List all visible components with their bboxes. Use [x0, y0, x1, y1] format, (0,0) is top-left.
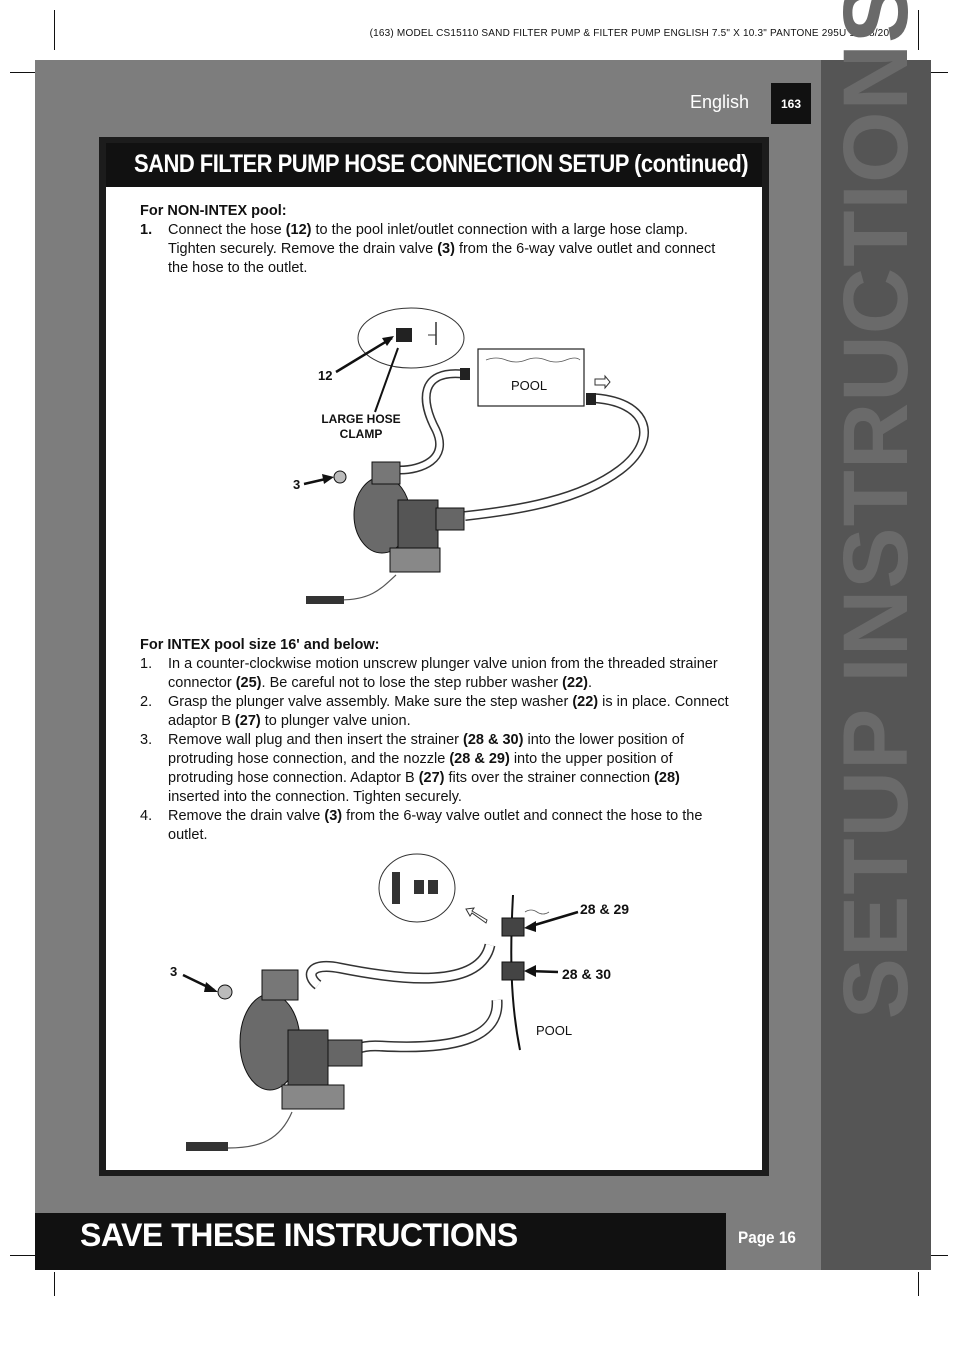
- part-ref: (28): [654, 770, 680, 786]
- step-item: 1. In a counter-clockwise motion unscrew …: [140, 655, 730, 693]
- step-number: 4.: [140, 808, 153, 824]
- crop-mark: [54, 10, 55, 50]
- label-28-29: 28 & 29: [580, 901, 630, 917]
- step-text: Connect the hose: [168, 222, 286, 238]
- part-ref: (3): [324, 808, 343, 824]
- label-pool: POOL: [536, 1023, 573, 1038]
- intex-steps: 1. In a counter-clockwise motion unscrew …: [140, 655, 730, 845]
- part-ref: (25): [235, 675, 262, 691]
- non-intex-heading: For NON-INTEX pool:: [140, 203, 287, 219]
- part-ref: (27): [418, 770, 445, 786]
- save-instructions: SAVE THESE INSTRUCTIONS: [80, 1217, 518, 1253]
- intex-heading: For INTEX pool size 16' and below:: [140, 637, 380, 653]
- step-text: Grasp the plunger valve assembly. Make s…: [168, 694, 573, 710]
- section-title: SAND FILTER PUMP HOSE CONNECTION SETUP (…: [134, 150, 749, 178]
- step-text: from the 6-way valve outlet and connect …: [168, 241, 716, 276]
- step-item: 1. Connect the hose (12) to the pool inle…: [140, 221, 720, 278]
- crop-mark: [10, 72, 38, 73]
- footer-bar: [35, 1213, 726, 1270]
- non-intex-section: For NON-INTEX pool: 1. Connect the hose (…: [140, 202, 720, 278]
- step-number: 3.: [140, 732, 153, 748]
- part-ref: (27): [234, 713, 261, 729]
- sidebar: [821, 60, 931, 1270]
- intex-section: For INTEX pool size 16' and below: 1. In …: [140, 636, 730, 845]
- step-item: 4. Remove the drain valve (3) from the 6-…: [140, 807, 730, 845]
- step-text: to the pool inlet/outlet connection with…: [168, 222, 688, 257]
- step-text: is in place. Connect adaptor B: [168, 694, 729, 729]
- non-intex-steps: 1. Connect the hose (12) to the pool inle…: [140, 221, 720, 278]
- page-number: Page 16: [738, 1228, 796, 1247]
- part-ref: (28 & 30): [463, 732, 524, 748]
- crop-mark: [10, 1255, 38, 1256]
- step-text: . Be careful not to lose the step rubber…: [261, 675, 563, 691]
- step-text: from the 6-way valve outlet and connect …: [168, 808, 703, 843]
- crop-mark: [920, 72, 948, 73]
- crop-mark: [54, 1272, 55, 1296]
- step-text: to plunger valve union.: [260, 713, 411, 729]
- step-text: .: [587, 675, 592, 691]
- label-pool: POOL: [511, 378, 548, 393]
- step-text: into the upper position of protruding ho…: [168, 751, 673, 786]
- step-text: into the lower position of protruding ho…: [168, 732, 684, 767]
- step-text: Remove the drain valve: [168, 808, 325, 824]
- step-item: 3. Remove wall plug and then insert the s…: [140, 731, 730, 807]
- print-header: (163) MODEL CS15110 SAND FILTER PUMP & F…: [369, 28, 900, 39]
- label-3: 3: [293, 477, 301, 492]
- sidebar-title: SETUP INSTRUCTIONS: [825, 0, 927, 1020]
- section-header: [106, 143, 762, 187]
- label-large-hose-clamp: LARGE HOSE CLAMP: [321, 412, 401, 441]
- step-text: In a counter-clockwise motion unscrew pl…: [168, 656, 718, 691]
- part-ref: (22): [562, 675, 588, 691]
- step-text: Remove wall plug and then insert the str…: [168, 732, 463, 748]
- part-ref: (3): [437, 241, 455, 257]
- crop-mark: [920, 1255, 948, 1256]
- page-badge: 163: [771, 83, 811, 124]
- part-ref: (12): [285, 222, 312, 238]
- part-ref: (28 & 29): [449, 751, 510, 767]
- crop-mark: [918, 10, 919, 50]
- part-ref: (22): [572, 694, 599, 710]
- label-28-30: 28 & 30: [562, 966, 612, 982]
- step-text: fits over the strainer connection: [444, 770, 655, 786]
- language-label: English: [690, 92, 750, 112]
- step-number: 1.: [140, 656, 153, 672]
- step-number: 1.: [140, 222, 153, 238]
- crop-mark: [918, 1272, 919, 1296]
- step-text: inserted into the connection. Tighten se…: [168, 789, 462, 805]
- step-item: 2. Grasp the plunger valve assembly. Make…: [140, 693, 730, 731]
- label-12: 12: [318, 368, 333, 383]
- label-3: 3: [170, 964, 178, 979]
- step-number: 2.: [140, 694, 153, 710]
